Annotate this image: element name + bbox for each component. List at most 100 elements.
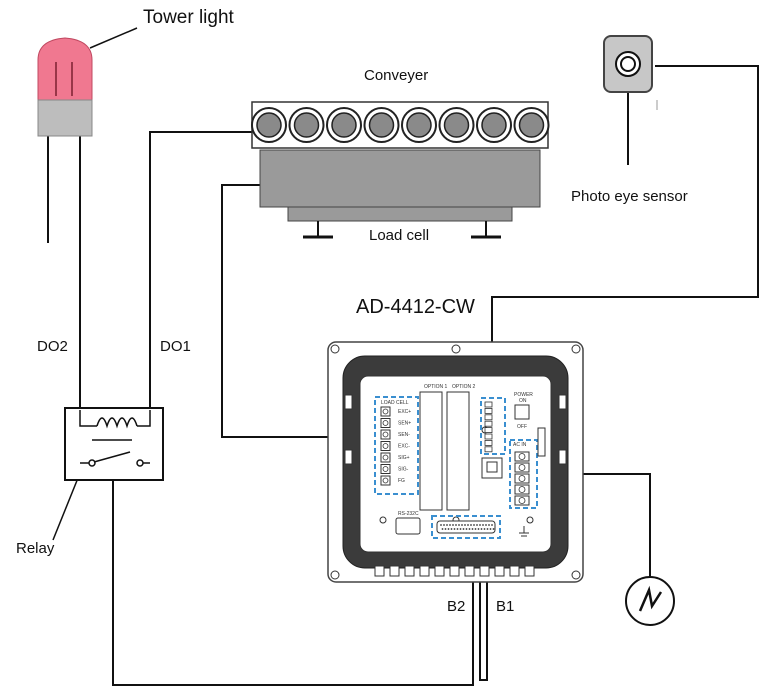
io-pin: [449, 524, 451, 526]
io-pin: [491, 524, 493, 526]
io-terminal: [484, 427, 493, 434]
wire-do1: [149, 131, 252, 410]
rs232c-label: RS-232C: [398, 511, 419, 517]
device-model-label: AD-4412-CW: [356, 296, 475, 318]
io-pin: [473, 524, 475, 526]
conveyer-roller: [401, 107, 437, 143]
ground-icon: [519, 526, 529, 537]
io-pin: [467, 524, 469, 526]
relay-icon: [64, 407, 164, 481]
ac-in-label: AC IN: [513, 442, 527, 448]
power-off-label: OFF: [517, 424, 527, 430]
conveyer-roller: [251, 107, 287, 143]
terminal-label: EXC+: [398, 409, 411, 415]
load-cell-terminal: EXC+: [380, 406, 411, 417]
terminal-label: SEN+: [398, 421, 411, 427]
ac-terminal-highlight: [509, 439, 538, 509]
relay-label: Relay: [16, 540, 55, 557]
io-pin: [474, 528, 477, 530]
io-pin: [455, 524, 457, 526]
conveyer-roller: [476, 107, 512, 143]
terminal-label: FG: [398, 478, 405, 484]
conveyer-roller: [326, 107, 362, 143]
load-cell-terminal: SIG-: [380, 464, 409, 474]
conveyer: [251, 101, 550, 239]
wire-photo-eye: [491, 65, 759, 407]
io-pin: [485, 524, 487, 526]
b1-label: B1: [496, 598, 515, 615]
io-pin: [453, 528, 456, 530]
external-io-connector: [436, 520, 496, 534]
external-io-pins: [440, 524, 495, 530]
power-label: POWER: [514, 392, 533, 398]
io-terminal: [484, 433, 493, 440]
tower-light-label: Tower light: [143, 7, 234, 28]
conveyer-roller: [288, 107, 325, 143]
io-pin: [480, 528, 483, 530]
option-slot-2: [446, 391, 470, 511]
load-cell-terminal: FG: [380, 475, 405, 486]
panel-clip: [404, 565, 415, 577]
panel-clip: [434, 565, 445, 577]
io-terminals: [484, 401, 493, 453]
wires: [47, 27, 759, 686]
load-cell-feet: [303, 221, 501, 239]
ac-terminal: [514, 462, 530, 473]
io-pin: [471, 528, 474, 530]
photo-eye-sensor-label: Photo eye sensor: [571, 188, 688, 205]
terminal-label: SIG+: [398, 455, 410, 461]
panel-clip: [464, 565, 475, 577]
panel-clip: [479, 565, 490, 577]
panel-clip: [524, 565, 535, 577]
panel-clip: [509, 565, 520, 577]
terminal-label: SEN-: [398, 432, 410, 438]
panel-clip: [374, 565, 385, 577]
io-pin: [441, 528, 444, 530]
conveyer-roller: [513, 107, 550, 143]
io-pin: [462, 528, 465, 530]
rs232c-port: [395, 517, 421, 535]
io-pin: [477, 528, 480, 530]
relay-pointer: [52, 477, 79, 541]
panel-clip: [419, 565, 430, 577]
io-pin: [468, 528, 471, 530]
option2-label: OPTION 2: [452, 384, 476, 390]
photo-eye-sensor-icon: [603, 35, 658, 110]
do2-label: DO2: [37, 338, 68, 355]
ac-terminals: [514, 451, 530, 506]
option1-label: OPTION 1: [424, 384, 448, 390]
option-slot-1: [419, 391, 443, 511]
io-pin: [492, 528, 495, 530]
power-switch: [514, 404, 530, 420]
io-pin: [443, 524, 445, 526]
indicator-panel: OPTION 1 OPTION 2 LOAD CELL EXC+ SEN+ SEN-…: [327, 341, 584, 583]
ac-terminal: [514, 451, 530, 462]
b2-label: B2: [447, 598, 466, 615]
ac-terminal: [514, 495, 530, 506]
load-cell-terminal: SIG+: [380, 452, 410, 463]
terminal-label: EXC-: [398, 444, 410, 450]
panel-bottom-clips: [374, 565, 535, 577]
tower-light-pointer: [89, 27, 138, 49]
wire-relay-b2: [112, 478, 474, 686]
power-on-label: ON: [519, 398, 527, 404]
io-pin: [440, 524, 442, 526]
io-pin: [465, 528, 468, 530]
io-pin: [470, 524, 472, 526]
io-terminal: [484, 439, 493, 446]
io-pin: [447, 528, 450, 530]
wire-load-cell: [221, 184, 380, 438]
io-terminal: [484, 420, 493, 427]
load-cell-terminal-label: LOAD CELL: [381, 400, 409, 406]
panel-clip: [389, 565, 400, 577]
conveyer-roller: [363, 107, 400, 143]
io-pin: [482, 524, 484, 526]
tower-light-icon: [37, 37, 93, 137]
io-pin: [450, 528, 453, 530]
external-io-highlight: [431, 515, 501, 539]
io-pin: [461, 524, 463, 526]
panel-clip: [449, 565, 460, 577]
conveyer-label: Conveyer: [364, 67, 429, 84]
io-pin: [456, 528, 459, 530]
